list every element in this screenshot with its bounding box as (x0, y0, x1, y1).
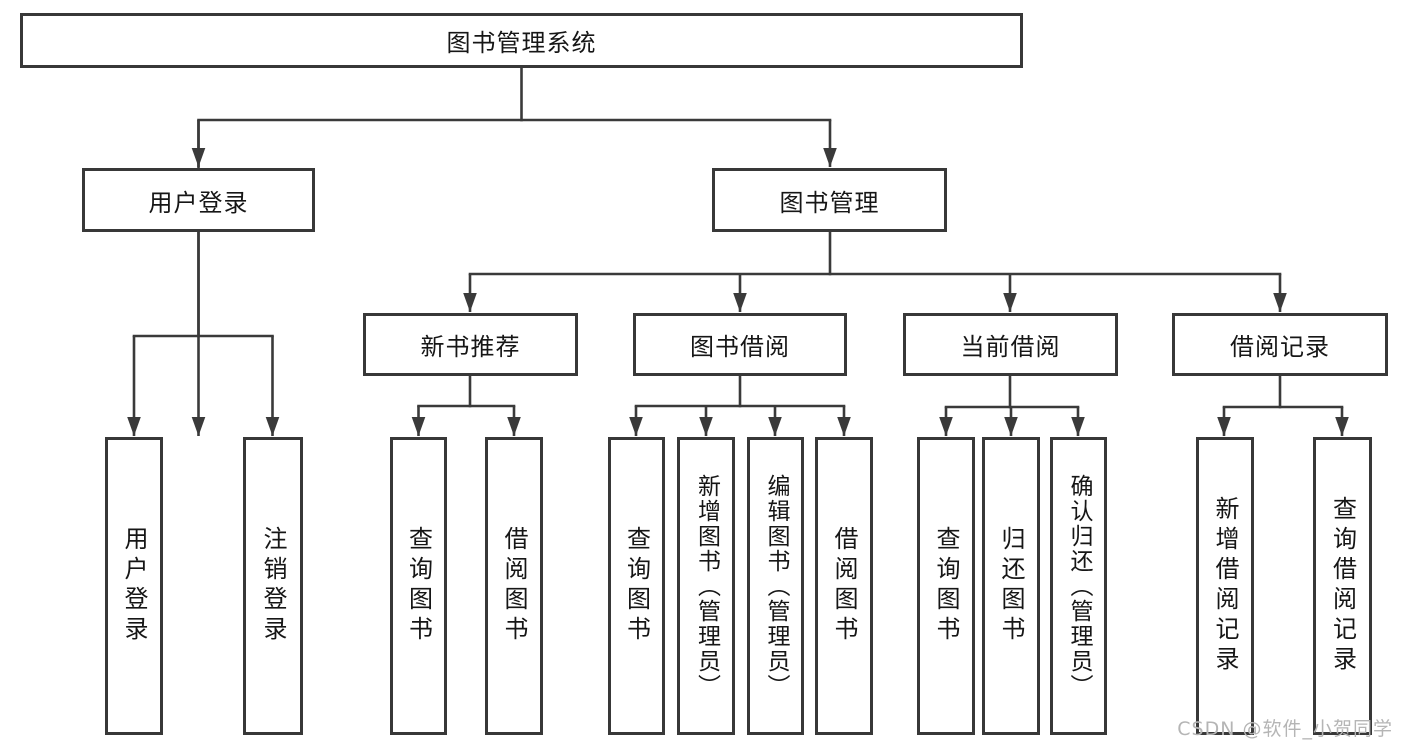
node-user-login: 用户登录 (82, 168, 315, 232)
leaf-logout: 注销登录 (243, 437, 303, 735)
node-borrowing-records: 借阅记录 (1172, 313, 1388, 376)
leaf-borrowing-query-books: 查询图书 (608, 437, 665, 735)
leaf-current-confirm-return-admin: 确认归还（管理员） (1050, 437, 1107, 735)
leaf-current-query-books: 查询图书 (917, 437, 975, 735)
leaf-current-return-books: 归还图书 (982, 437, 1040, 735)
leaf-borrowing-edit-books-admin: 编辑图书（管理员） (747, 437, 804, 735)
leaf-records-add-borrow-record: 新增借阅记录 (1196, 437, 1254, 735)
leaf-recommend-query-books: 查询图书 (390, 437, 447, 735)
csdn-watermark: CSDN @软件_小贺同学 (1177, 718, 1393, 740)
leaf-user-login: 用户登录 (105, 437, 163, 735)
leaf-recommend-borrow-books: 借阅图书 (485, 437, 543, 735)
leaf-borrowing-add-books-admin: 新增图书（管理员） (677, 437, 735, 735)
node-current-borrowing: 当前借阅 (903, 313, 1118, 376)
node-book-management: 图书管理 (712, 168, 947, 232)
leaf-borrowing-borrow-books: 借阅图书 (815, 437, 873, 735)
node-new-book-recommend: 新书推荐 (363, 313, 578, 376)
node-library-management-system: 图书管理系统 (20, 13, 1023, 68)
leaf-records-query-borrow-record: 查询借阅记录 (1313, 437, 1372, 735)
node-book-borrowing: 图书借阅 (633, 313, 847, 376)
